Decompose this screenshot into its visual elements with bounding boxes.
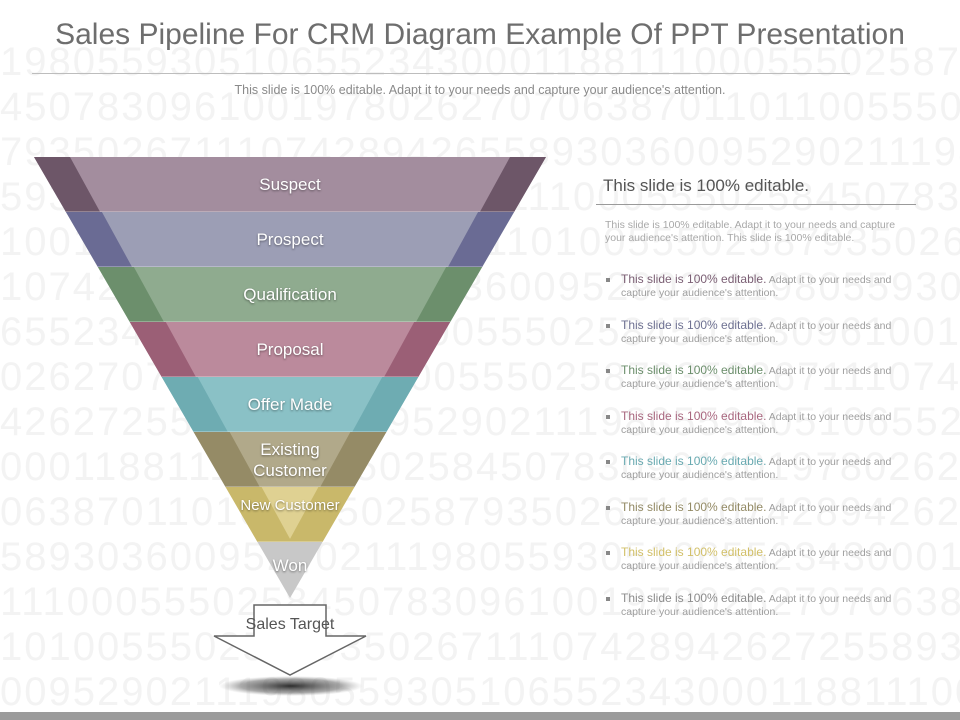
bullet-highlight-text: This slide is 100% editable. (621, 545, 767, 559)
panel-bullet-item: This slide is 100% editable. Adapt it to… (606, 546, 906, 573)
bullet-square-icon (606, 551, 610, 555)
footer-bar (0, 712, 960, 720)
bullet-highlight-text: This slide is 100% editable. (621, 317, 767, 332)
funnel-stage-edge-right-6 (320, 432, 387, 487)
bullet-square-icon (606, 505, 610, 510)
funnel-stage-edge-right-7 (288, 487, 355, 542)
funnel-stage-3 (97, 267, 483, 322)
bullet-highlight-text: This slide is 100% editable. (621, 454, 767, 468)
sales-target-label: Sales Target (245, 616, 335, 633)
panel-bullet-item: This slide is 100% editable. Adapt it to… (606, 590, 906, 619)
funnel-stage-1 (34, 157, 546, 212)
bullet-highlight-text: This slide is 100% editable. (621, 363, 767, 377)
bullet-body-text: Adapt it to your needs and capture your … (621, 547, 892, 572)
bullet-square-icon (606, 460, 610, 464)
bullet-body-text: Adapt it to your needs and capture your … (621, 456, 892, 481)
funnel-stage-label: Offer Made (247, 394, 333, 414)
funnel-stage-edge-right-4 (384, 322, 451, 377)
bullet-highlight-text: This slide is 100% editable. (621, 408, 767, 423)
bullet-square-icon (606, 278, 610, 282)
funnel-stage-edge-left-4 (129, 322, 196, 377)
funnel-stage-edge-right-3 (416, 267, 483, 322)
funnel-stage-edge-left-3 (97, 267, 164, 322)
bullet-body-text: Adapt it to your needs and capture your … (621, 319, 892, 345)
page-title: Sales Pipeline For CRM Diagram Example O… (55, 18, 905, 51)
bullet-highlight-text: This slide is 100% editable. (621, 590, 767, 605)
funnel-stage-2 (65, 212, 515, 267)
funnel-stage-label: Prospect (256, 229, 324, 249)
bullet-square-icon (606, 369, 610, 373)
bullet-body-text: Adapt it to your needs and capture your … (621, 501, 892, 527)
funnel-stage-label: Qualification (243, 284, 337, 304)
funnel-stage-label: New Customer (240, 496, 340, 514)
bullet-body-text: Adapt it to your needs and capture your … (621, 410, 892, 436)
target-shadow (219, 676, 363, 696)
bullet-square-icon (606, 414, 610, 419)
funnel-stage-edge-right-5 (352, 377, 419, 432)
title-divider (32, 73, 850, 74)
bullet-highlight-text: This slide is 100% editable. (621, 272, 767, 286)
panel-bullet-item: This slide is 100% editable. Adapt it to… (606, 273, 906, 300)
funnel-stage-label: Won (272, 556, 308, 575)
funnel-stage-edge-left-7 (225, 487, 292, 542)
panel-heading: This slide is 100% editable. (603, 176, 810, 195)
page-subtitle: This slide is 100% editable. Adapt it to… (234, 83, 726, 97)
bullet-body-text: Adapt it to your needs and capture your … (621, 274, 892, 299)
funnel-stage-8 (257, 542, 323, 598)
panel-bullet-item: This slide is 100% editable. Adapt it to… (606, 317, 906, 346)
panel-bullet-item: This slide is 100% editable. Adapt it to… (606, 408, 906, 437)
funnel-stage-edge-right-2 (447, 212, 515, 267)
funnel-stage-label: Suspect (259, 174, 321, 194)
panel-intro-text: This slide is 100% editable. Adapt it to… (605, 219, 896, 244)
bullet-body-text: Adapt it to your needs and capture your … (621, 592, 892, 618)
panel-divider (596, 204, 916, 205)
funnel-stage-edge-right-1 (479, 157, 546, 212)
funnel-stage-edge-left-2 (65, 212, 133, 267)
sales-target-arrow (213, 604, 367, 676)
bullet-square-icon (606, 323, 610, 328)
panel-bullet-item: This slide is 100% editable. Adapt it to… (606, 499, 906, 528)
bullet-body-text: Adapt it to your needs and capture your … (621, 365, 892, 390)
funnel-stage-label: Existing Customer (253, 439, 327, 480)
funnel-stage-edge-left-5 (161, 377, 228, 432)
funnel-stage-4 (129, 322, 451, 377)
funnel-stage-5 (161, 377, 419, 432)
panel-bullet-item: This slide is 100% editable. Adapt it to… (606, 455, 906, 482)
funnel-stage-label: Proposal (256, 339, 324, 359)
bullet-square-icon (606, 596, 610, 601)
funnel-stage-edge-left-6 (193, 432, 260, 487)
panel-bullet-item: This slide is 100% editable. Adapt it to… (606, 364, 906, 391)
bullet-highlight-text: This slide is 100% editable. (621, 499, 767, 514)
funnel-stage-edge-left-1 (34, 157, 101, 212)
